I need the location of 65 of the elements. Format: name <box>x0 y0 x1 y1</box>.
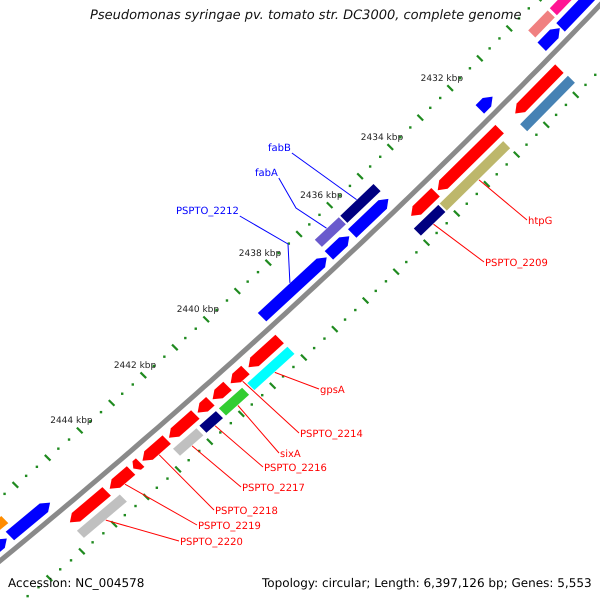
scale-label: 2434 kbp <box>360 133 404 144</box>
gene-label: PSPTO_2217 <box>242 483 305 495</box>
leader-line <box>105 520 180 542</box>
gene-label: PSPTO_2212 <box>176 206 239 218</box>
gene-feature <box>212 382 232 400</box>
gene-label: PSPTO_2219 <box>198 521 261 533</box>
gene-label: fabB <box>268 143 291 155</box>
scale-label: 2440 kbp <box>176 305 220 316</box>
gene-feature <box>248 334 284 368</box>
scale-label: 2436 kbp <box>300 191 343 202</box>
gene-feature <box>258 257 327 322</box>
leader-line <box>433 224 484 262</box>
leader-line <box>278 178 327 229</box>
gene-label: gpsA <box>320 385 345 397</box>
scale-label: 2438 kbp <box>238 248 282 260</box>
leader-line <box>192 445 242 488</box>
gene-feature <box>132 458 144 470</box>
gene-feature <box>169 410 200 438</box>
gene-feature <box>76 494 127 538</box>
scale-label: 2442 kbp <box>114 361 156 372</box>
leader-line <box>274 372 320 390</box>
leader-line <box>478 179 528 220</box>
gene-feature <box>348 198 388 238</box>
gene-feature <box>173 428 204 456</box>
gene-feature <box>438 124 504 190</box>
gene-feature <box>230 366 250 384</box>
gene-feature <box>142 435 171 461</box>
gene-label: PSPTO_2214 <box>300 429 363 441</box>
gene-label: PSPTO_2216 <box>264 463 327 475</box>
leader-line <box>214 425 264 468</box>
gene-feature <box>538 28 560 51</box>
gene-feature <box>199 411 223 433</box>
scale-label: 2432 kbp <box>420 74 464 85</box>
leader-line <box>237 405 280 454</box>
gene-label: PSPTO_2209 <box>485 258 548 270</box>
gene-feature <box>411 188 440 216</box>
genome-summary: Topology: circular; Length: 6,397,126 bp; Genes: 5,553 <box>262 576 592 590</box>
gene-label: PSPTO_2218 <box>215 506 278 518</box>
gene-feature <box>476 96 493 114</box>
gene-feature <box>198 397 215 413</box>
leader-line <box>291 152 358 200</box>
gene-feature <box>314 217 346 247</box>
gene-feature <box>340 184 381 223</box>
gene-label: PSPTO_2220 <box>180 537 243 549</box>
gene-feature <box>520 76 575 132</box>
leader-line <box>242 380 300 434</box>
gene-feature <box>324 236 350 260</box>
gene-feature <box>6 502 50 540</box>
leader-line <box>124 484 198 526</box>
gene-feature <box>218 388 250 416</box>
accession-text: Accession: NC_004578 <box>8 576 144 590</box>
gene-feature <box>528 10 555 38</box>
gene-feature <box>440 141 510 211</box>
scale-label: 2444 kbp <box>50 416 93 428</box>
map-title: Pseudomonas syringae pv. tomato str. DC3000, complete genome <box>90 8 522 24</box>
gene-feature <box>414 204 446 236</box>
gene-feature <box>110 466 136 489</box>
gene-label: sixA <box>280 449 301 461</box>
gene-label: htpG <box>528 216 552 228</box>
gene-label: fabA <box>255 168 278 180</box>
gene-feature <box>515 64 564 114</box>
leader-line <box>158 454 214 510</box>
leader-line <box>239 216 290 284</box>
gene-feature <box>70 487 111 522</box>
gene-feature <box>247 346 294 390</box>
